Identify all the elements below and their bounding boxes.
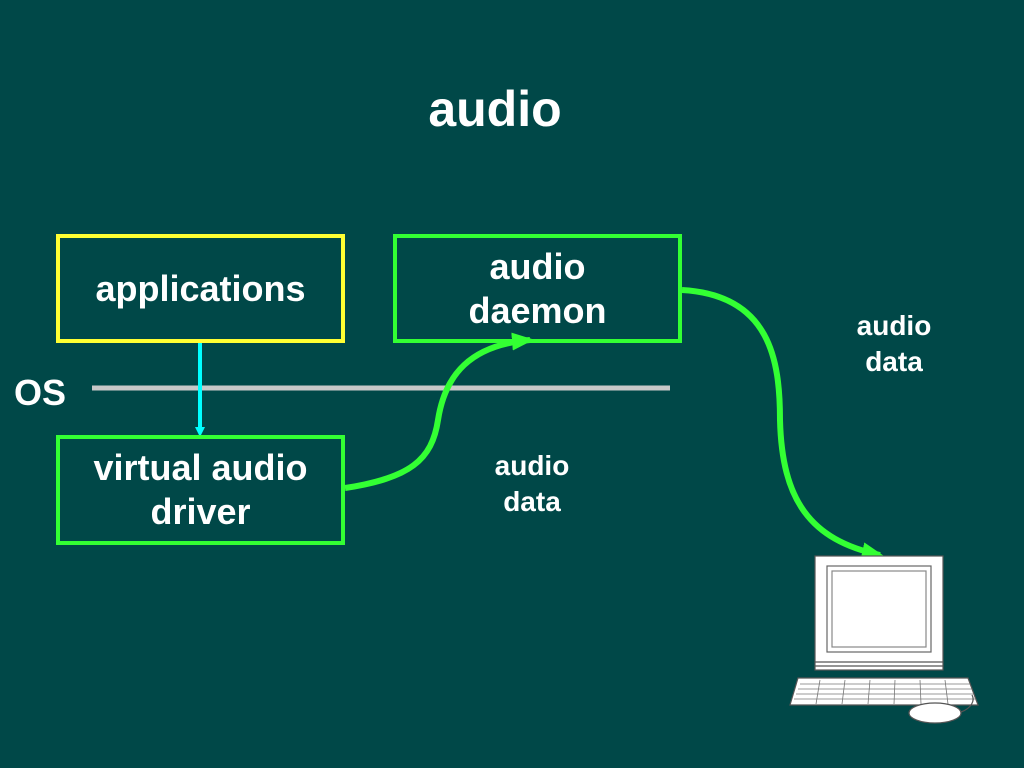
arrow-driver-to-daemon	[344, 332, 534, 491]
audio-data-right-line1: audio	[856, 310, 932, 341]
slide-title: audio	[428, 81, 562, 137]
audio-data-center-line2: data	[503, 486, 561, 517]
desktop-computer-icon	[789, 555, 979, 724]
audio-data-right-line2: data	[865, 346, 923, 377]
audio-data-label-center: audio data	[472, 448, 592, 520]
applications-box: applications	[56, 234, 345, 343]
arrow-daemon-to-computer	[681, 287, 884, 561]
audio-data-label-right: audio data	[834, 308, 954, 380]
audio-daemon-label-line2: daemon	[468, 289, 607, 331]
os-label: OS	[14, 372, 67, 413]
applications-label: applications	[95, 267, 306, 309]
virtual-audio-driver-box: virtual audio driver	[56, 435, 345, 545]
audio-daemon-label-line1: audio	[489, 245, 586, 287]
virtual-audio-driver-label-line1: virtual audio	[93, 447, 308, 488]
virtual-audio-driver-label-line2: driver	[150, 491, 251, 532]
audio-data-center-line1: audio	[494, 450, 570, 481]
audio-daemon-box: audio daemon	[393, 234, 682, 343]
